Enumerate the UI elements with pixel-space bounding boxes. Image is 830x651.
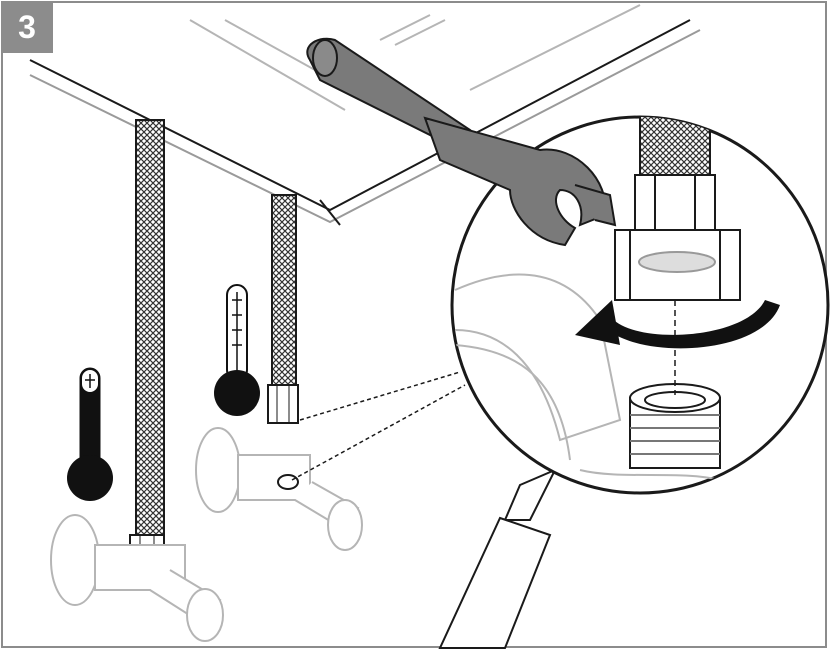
threaded-valve-outlet (629, 383, 721, 469)
hot-supply-hose (135, 119, 165, 551)
detail-hose-nut (614, 174, 741, 301)
cold-hose-nut (267, 384, 299, 424)
countertop (29, 4, 701, 226)
thermometer-cold-icon (214, 284, 260, 416)
cold-supply-hose (271, 194, 297, 391)
step-number-badge: 3 (1, 1, 53, 53)
magnifier-handle (438, 468, 558, 649)
hot-shutoff-valve (50, 514, 224, 642)
cold-shutoff-valve (195, 427, 363, 551)
rotation-arrow-icon (575, 300, 780, 349)
detail-leader-lines (291, 371, 466, 481)
detail-hose (639, 117, 711, 181)
thermometer-hot-icon (67, 367, 113, 501)
wrench-icon (306, 37, 617, 247)
